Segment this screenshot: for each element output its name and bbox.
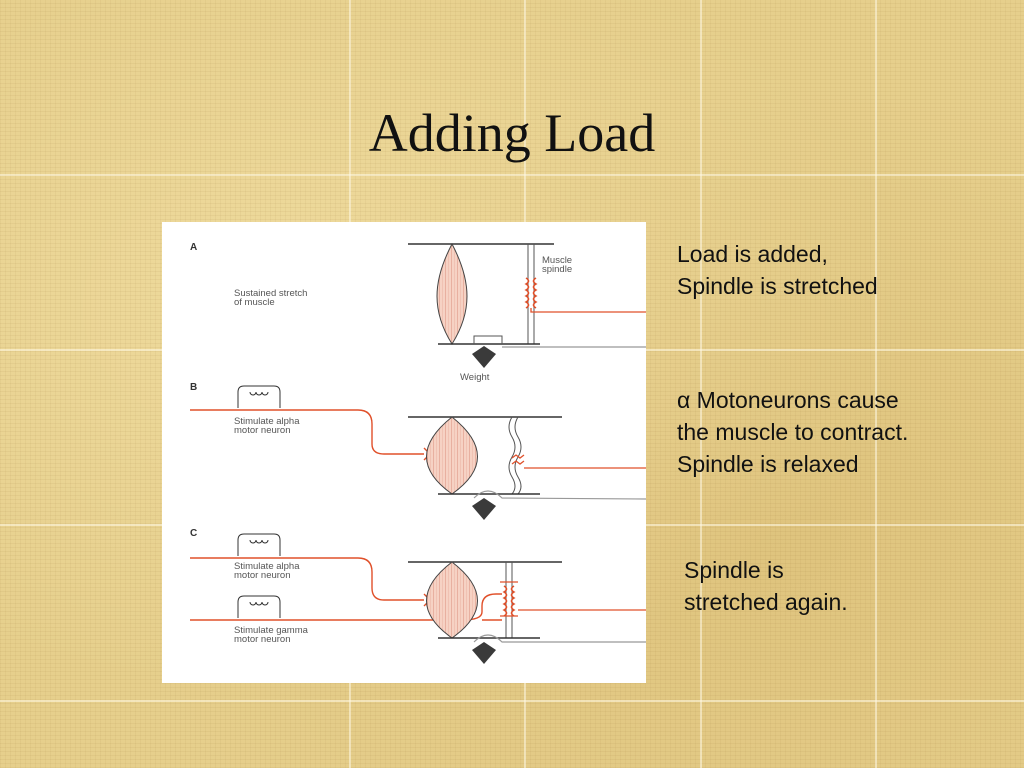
weight-icon [472, 498, 496, 520]
stimulator-icon [237, 533, 281, 556]
note-line: Load is added, [677, 241, 828, 267]
panel-b-caption: motor neuron [234, 425, 291, 436]
tile-seam [700, 0, 702, 768]
panel-c-gamma-caption: motor neuron [234, 634, 291, 645]
panel-c-alpha-caption: motor neuron [234, 570, 291, 581]
tile-seam [875, 0, 877, 768]
muscle-spindle-figure: A Sustained stretch of muscle Muscle spi… [162, 222, 646, 683]
alpha-nerve [190, 557, 424, 601]
panel-c-gamma-caption: Stimulate gamma [234, 625, 309, 636]
tile-seam [0, 700, 1024, 702]
panel-c-letter: C [190, 528, 197, 539]
spindle-label: Muscle [542, 255, 572, 266]
tile-seam [0, 174, 1024, 176]
note-line: the muscle to contract. [677, 419, 909, 445]
panel-a-caption: of muscle [234, 297, 275, 308]
weight-icon [472, 642, 496, 664]
note-line: Spindle is relaxed [677, 451, 859, 477]
spindle-label: spindle [542, 264, 572, 275]
note-load-added: Load is added, Spindle is stretched [677, 238, 878, 302]
note-alpha-contract: α Motoneurons cause the muscle to contra… [677, 384, 908, 480]
spindle-coil [511, 454, 525, 465]
panel-a-letter: A [190, 242, 197, 253]
note-line: stretched again. [684, 589, 848, 615]
note-stretched-again: Spindle is stretched again. [684, 554, 848, 618]
spindle-coil [502, 585, 508, 617]
panel-b: B Stimulate alpha motor neuron [190, 382, 646, 520]
weight-icon [472, 346, 496, 368]
panel-a-caption: Sustained stretch [234, 288, 307, 299]
stimulator-icon [237, 595, 281, 618]
panel-b-caption: Stimulate alpha [234, 416, 300, 427]
alpha-nerve [190, 409, 424, 455]
note-line: Spindle is [684, 557, 784, 583]
muscle-belly [426, 416, 478, 495]
spindle-coil [524, 277, 530, 309]
muscle-belly [436, 242, 468, 345]
panel-a: A Sustained stretch of muscle Muscle spi… [190, 242, 646, 383]
panel-c-alpha-caption: Stimulate alpha [234, 561, 300, 572]
note-line: α Motoneurons cause [677, 387, 899, 413]
weight-label: Weight [460, 372, 490, 383]
panel-c: C Stimulate alpha motor neuron Stimulate… [190, 528, 646, 664]
muscle-belly [426, 561, 478, 639]
panel-b-letter: B [190, 382, 197, 393]
slide-title: Adding Load [368, 103, 656, 163]
stimulator-icon [237, 385, 281, 408]
afferent-nerve [530, 308, 646, 313]
note-line: Spindle is stretched [677, 273, 878, 299]
